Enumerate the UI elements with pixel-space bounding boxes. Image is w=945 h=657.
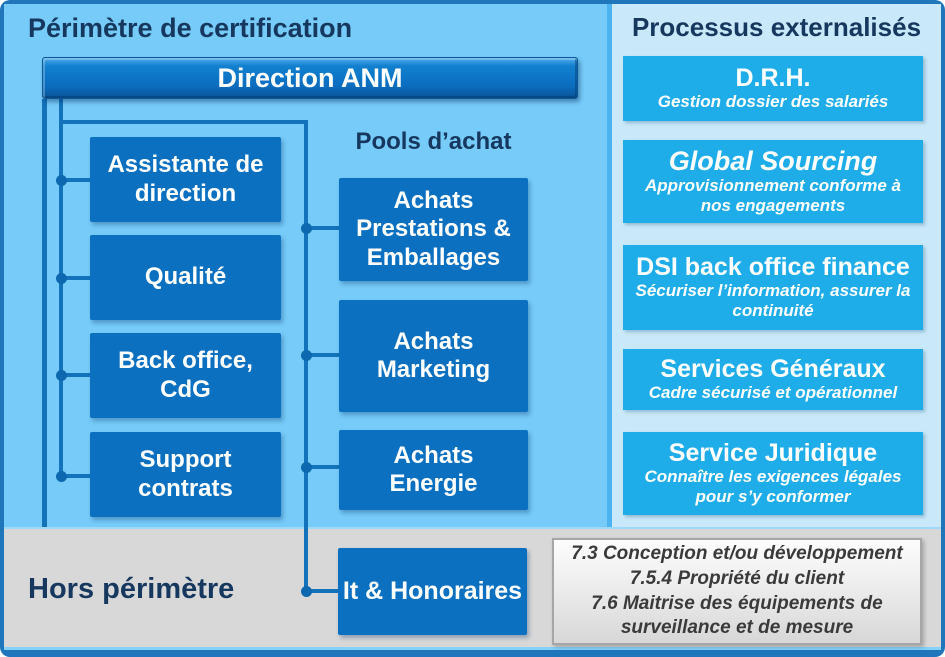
back-office-cdg-box: Back office, CdG: [90, 333, 281, 418]
excluded-clauses-box: 7.3 Conception et/ou développement 7.5.4…: [552, 538, 922, 645]
connector-stub-qualite: [61, 276, 90, 280]
services-generaux-title: Services Généraux: [660, 355, 886, 384]
externalized-title: Processus externalisés: [631, 12, 922, 42]
assistante-direction-box: Assistante de direction: [90, 137, 281, 222]
direction-anm-box: Direction ANM: [42, 57, 578, 99]
connector-stub-assistante: [61, 178, 90, 182]
services-generaux-subtitle: Cadre sécurisé et opérationnel: [648, 382, 898, 402]
service-juridique-subtitle: Connaître les exigences légales pour s’y…: [644, 466, 902, 506]
junction-dot-honoraires: [301, 586, 312, 597]
achats-energie-box: Achats Energie: [339, 430, 528, 510]
drh-subtitle: Gestion dossier des salariés: [657, 91, 889, 111]
junction-dot-qualite: [56, 273, 67, 284]
it-honoraires-box: It & Honoraires: [338, 548, 527, 635]
dsi-title: DSI back office finance: [636, 253, 910, 282]
dsi-subtitle: Sécuriser l’information, assurer la cont…: [635, 280, 911, 320]
services-generaux-box: Services Généraux Cadre sécurisé et opér…: [623, 349, 923, 410]
connector-stub-support: [61, 474, 90, 478]
connector-stub-marketing: [306, 353, 339, 357]
certification-title: Périmètre de certification: [28, 13, 353, 43]
service-juridique-title: Service Juridique: [668, 439, 878, 468]
qualite-box: Qualité: [90, 235, 281, 320]
connector-stub-honoraires: [306, 589, 339, 593]
drh-box: D.R.H. Gestion dossier des salariés: [623, 56, 923, 121]
global-sourcing-subtitle: Approvisionnement conforme à nos engagem…: [645, 175, 901, 215]
achats-marketing-box: Achats Marketing: [339, 300, 528, 412]
drh-title: D.R.H.: [735, 64, 811, 93]
junction-dot-energie: [301, 462, 312, 473]
out-of-scope-title: Hors périmètre: [28, 573, 235, 605]
connector-stub-energie: [306, 465, 339, 469]
achats-prestations-emballages-box: Achats Prestations & Emballages: [339, 178, 528, 281]
connector-vertical-outer: [42, 99, 47, 527]
junction-dot-prestations: [301, 223, 312, 234]
panel-divider: [607, 4, 612, 527]
junction-dot-support: [56, 471, 67, 482]
junction-dot-assistante: [56, 175, 67, 186]
connector-stub-backoffice: [61, 373, 90, 377]
junction-dot-backoffice: [56, 370, 67, 381]
connector-vertical-left: [59, 99, 63, 481]
junction-dot-marketing: [301, 350, 312, 361]
global-sourcing-box: Global Sourcing Approvisionnement confor…: [623, 140, 923, 223]
global-sourcing-title: Global Sourcing: [668, 146, 878, 177]
connector-horizontal-top: [59, 120, 308, 124]
dsi-back-office-finance-box: DSI back office finance Sécuriser l’info…: [623, 245, 923, 330]
pools-title: Pools d’achat: [355, 128, 512, 155]
service-juridique-box: Service Juridique Connaître les exigence…: [623, 432, 923, 515]
connector-stub-prestations: [306, 226, 339, 230]
support-contrats-box: Support contrats: [90, 432, 281, 517]
